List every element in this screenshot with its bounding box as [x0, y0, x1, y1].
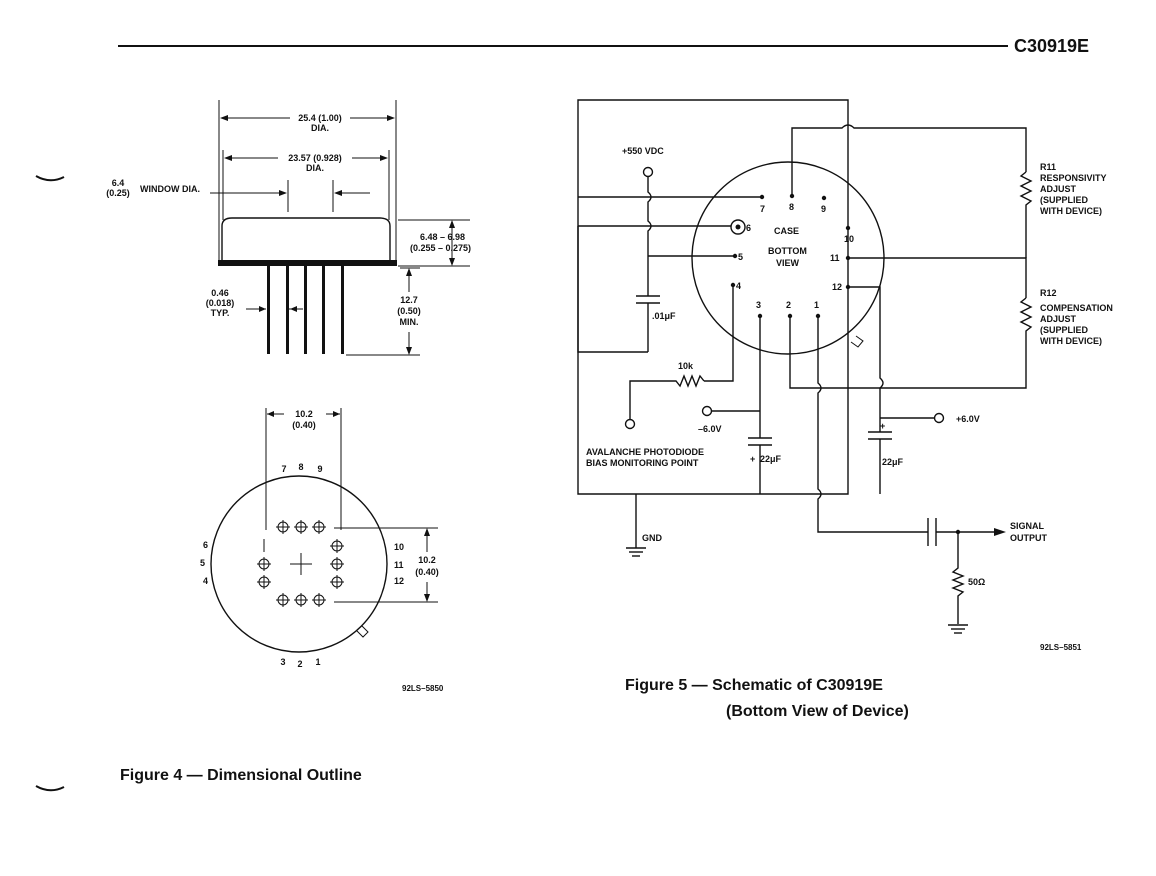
sch-pin-10: 10: [844, 234, 854, 244]
pin-spacing-x-sub: (0.40): [292, 420, 316, 430]
pin-spacing-y-sub: (0.40): [415, 567, 439, 577]
load-50ohm: 50Ω: [968, 577, 985, 587]
pos-supply: +6.0V: [956, 414, 980, 424]
cap-22uf-right: 22μF: [882, 457, 904, 467]
fig4-bottom-view: 10.2 (0.40) 10.2 (0.40) 7 8 9 1: [200, 408, 444, 693]
monitor-label-2: BIAS MONITORING POINT: [586, 458, 699, 468]
pin-label-9: 9: [317, 464, 322, 474]
bottom-view-label: BOTTOM: [768, 246, 807, 256]
lead-length-value: 12.7: [400, 295, 418, 305]
lead-length-min: MIN.: [400, 317, 419, 327]
r11-desc-4: WITH DEVICE): [1040, 206, 1102, 216]
window-dia-label: WINDOW DIA.: [140, 184, 200, 194]
cap-22uf-left: 22μF: [760, 454, 782, 464]
fig4-drawing-number: 92LS–5850: [402, 684, 444, 693]
sch-pin-2: 2: [786, 300, 791, 310]
height-value-sub: (0.255 – 0.275): [410, 243, 471, 253]
dim-inner-dia: 23.57 (0.928): [288, 153, 342, 163]
pin-label-10: 10: [394, 542, 404, 552]
lead-dia-value-sub: (0.018): [206, 298, 235, 308]
r11-desc-1: RESPONSIVITY: [1040, 173, 1107, 183]
r12-desc-1: COMPENSATION: [1040, 303, 1113, 313]
header-outline: [210, 475, 388, 653]
lead-dia-typ: TYP.: [211, 308, 230, 318]
dim-outer-dia: 25.4 (1.00): [298, 113, 342, 123]
sch-pin-8: 8: [789, 202, 794, 212]
signal-label-2: OUTPUT: [1010, 533, 1048, 543]
dim-outer-dia-sub: DIA.: [311, 123, 329, 133]
fig4-caption: Figure 4 — Dimensional Outline: [120, 767, 362, 784]
window-dia-value-sub: (0.25): [106, 188, 130, 198]
sch-pin-7: 7: [760, 204, 765, 214]
margin-mark-bottom: [35, 785, 65, 792]
margin-mark-top: [35, 175, 65, 182]
cap-right-plus: +: [880, 421, 885, 431]
sch-pin-3: 3: [756, 300, 761, 310]
pin-label-1: 1: [315, 657, 320, 667]
can-body: [221, 217, 391, 260]
pin-label-5: 5: [200, 558, 205, 568]
fig5-schematic: 6 7 8 9 10 11 12 5 4 3 2 1 CASE BOTTOM V…: [577, 99, 1113, 652]
r11-desc-3: (SUPPLIED: [1040, 195, 1089, 205]
cap-left-plus: +: [750, 454, 755, 464]
bottom-view-label-2: VIEW: [776, 258, 800, 268]
pin-label-3: 3: [280, 657, 285, 667]
pin-label-8: 8: [298, 462, 303, 472]
pin-spacing-y: 10.2: [418, 555, 436, 565]
part-number: C30919E: [1014, 36, 1089, 56]
window-dia-value: 6.4: [112, 178, 125, 188]
sch-pin-6: 6: [746, 223, 751, 233]
dim-inner-dia-sub: DIA.: [306, 163, 324, 173]
fig4-side-view: 25.4 (1.00) DIA. 23.57 (0.928) DIA. 6.4 …: [106, 100, 471, 356]
supply-550: +550 VDC: [622, 146, 664, 156]
pin-label-4: 4: [203, 576, 208, 586]
fig5-drawing-number: 92LS–5851: [1040, 643, 1082, 652]
signal-label-1: SIGNAL: [1010, 521, 1045, 531]
sch-pin-9: 9: [821, 204, 826, 214]
case-label: CASE: [774, 226, 799, 236]
fig5-caption-line1: Figure 5 — Schematic of C30919E: [625, 677, 883, 694]
pin-label-11: 11: [394, 560, 404, 570]
pin-label-7: 7: [281, 464, 286, 474]
gnd-label: GND: [642, 533, 663, 543]
sch-pin-1: 1: [814, 300, 819, 310]
sch-pin-11: 11: [830, 253, 840, 263]
pin-label-6: 6: [203, 540, 208, 550]
pin-spacing-x: 10.2: [295, 409, 313, 419]
r12-desc-3: (SUPPLIED: [1040, 325, 1089, 335]
monitor-label-1: AVALANCHE PHOTODIODE: [586, 447, 704, 457]
r11-desc-2: ADJUST: [1040, 184, 1077, 194]
sch-pin-4: 4: [736, 281, 741, 291]
fig5-caption-line2: (Bottom View of Device): [726, 703, 909, 720]
r12-desc-4: WITH DEVICE): [1040, 336, 1102, 346]
pin-label-2: 2: [297, 659, 302, 669]
can-flange: [218, 260, 397, 266]
resistor-10k: 10k: [678, 361, 694, 371]
sch-pin-5: 5: [738, 252, 743, 262]
lead-dia-value: 0.46: [211, 288, 229, 298]
r12-label: R12: [1040, 288, 1057, 298]
pin-label-12: 12: [394, 576, 404, 586]
r11-label: R11: [1040, 162, 1056, 172]
cap-001uf: .01μF: [652, 311, 676, 321]
neg-supply: –6.0V: [698, 424, 722, 434]
height-value: 6.48 – 6.98: [420, 232, 465, 242]
lead-length-value-sub: (0.50): [397, 306, 421, 316]
sch-pin-12: 12: [832, 282, 842, 292]
r12-desc-2: ADJUST: [1040, 314, 1077, 324]
